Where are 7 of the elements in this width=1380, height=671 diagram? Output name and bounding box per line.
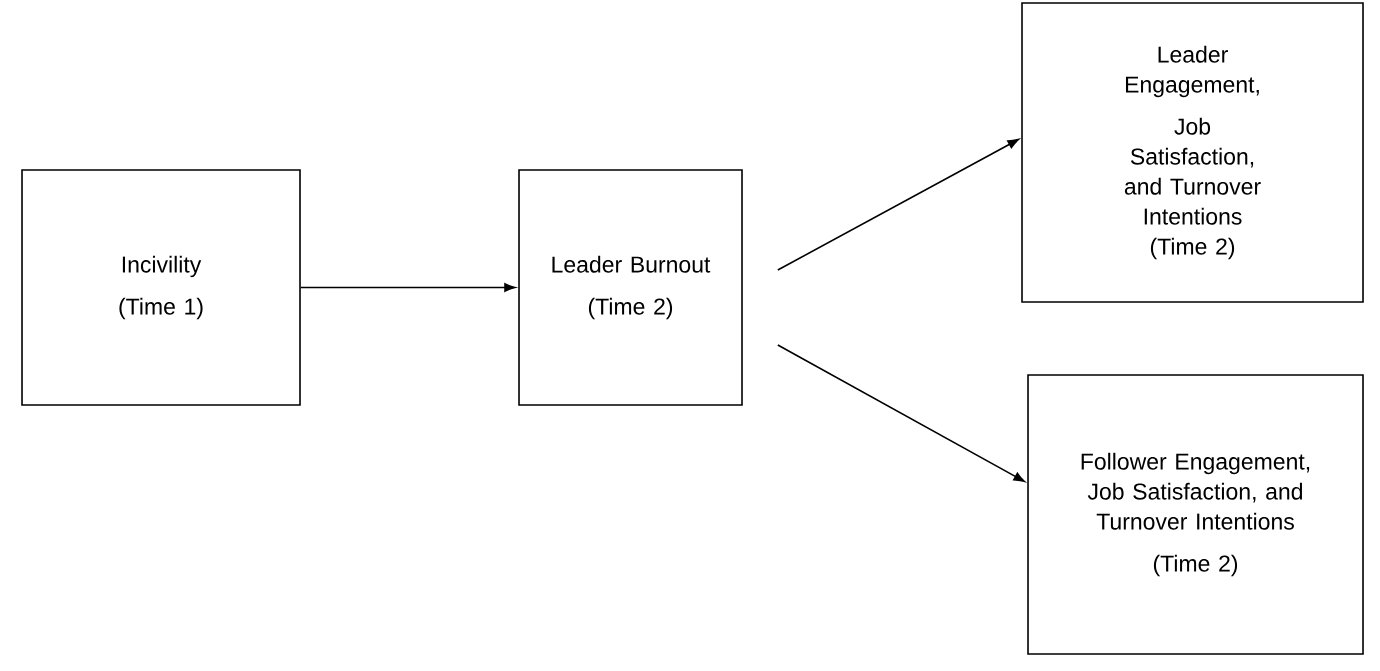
process-box: Leader Engagement, Job Satisfaction, and Turnover Intentions (Time 2) bbox=[1021, 2, 1364, 303]
arrow bbox=[777, 344, 1025, 483]
arrow bbox=[300, 283, 516, 292]
process-box: Incivility (Time 1) bbox=[21, 169, 301, 406]
process-box: Follower Engagement, Job Satisfaction, and Turnover Intentions (Time 2) bbox=[1027, 374, 1364, 655]
arrow bbox=[777, 138, 1019, 271]
process-box: Leader Burnout (Time 2) bbox=[518, 169, 743, 406]
